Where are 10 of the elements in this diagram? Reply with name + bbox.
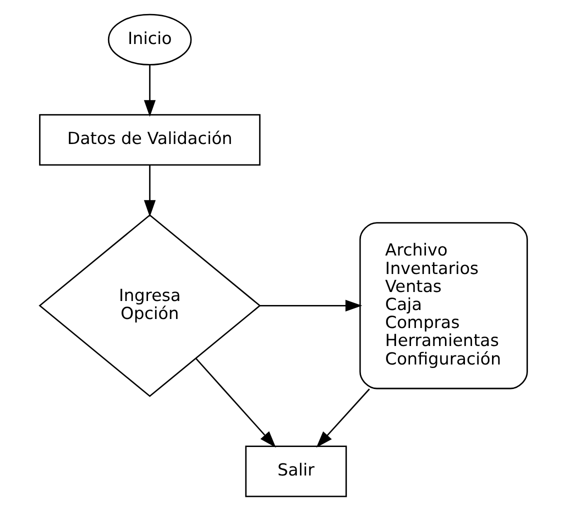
node-box: Datos de Validación xyxy=(39,114,261,166)
arrow xyxy=(144,64,156,116)
node-box: Salir xyxy=(245,445,347,497)
arrow xyxy=(144,164,156,216)
arrow xyxy=(196,358,276,448)
node-diamond: Ingresa Opción xyxy=(38,214,261,397)
arrow xyxy=(260,299,362,311)
node-box: Archivo Inventarios Ventas Caja Compras Herramientas Configuración xyxy=(359,222,528,389)
arrow xyxy=(316,388,370,448)
node-ellipse: Inicio xyxy=(108,13,192,65)
